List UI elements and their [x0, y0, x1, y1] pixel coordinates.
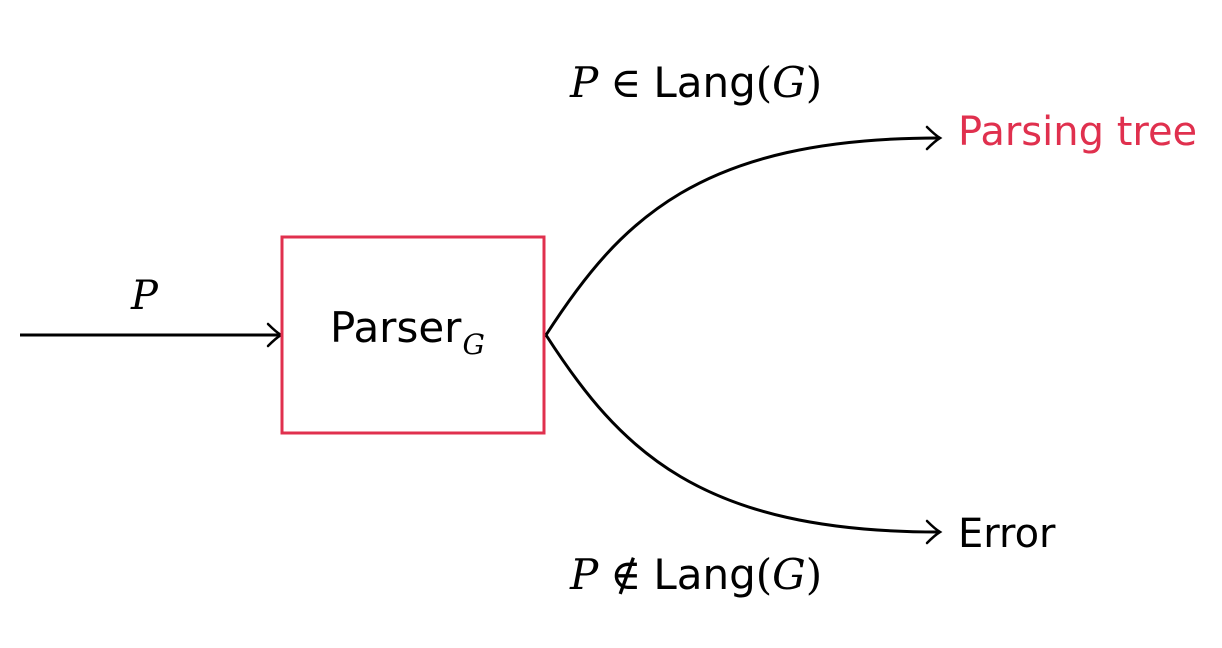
parser-name: Parser — [330, 303, 462, 352]
accept-arg: G — [772, 58, 806, 107]
accept-relation: ∈ — [610, 58, 642, 107]
output-parsing-tree: Parsing tree — [958, 109, 1198, 155]
parser-subscript: G — [462, 328, 485, 361]
reject-open: ( — [755, 550, 773, 599]
parser-box — [280, 235, 546, 435]
reject-branch-curve — [544, 334, 939, 534]
accept-func: Lang — [653, 58, 756, 107]
reject-func: Lang — [653, 550, 756, 599]
parser-label: ParserG — [330, 307, 485, 359]
reject-left: P — [570, 550, 599, 599]
accept-condition: P∈Lang(G) — [570, 62, 822, 105]
reject-close: ) — [805, 550, 823, 599]
accept-branch-curve — [544, 136, 939, 336]
accept-close: ) — [805, 58, 823, 107]
input-symbol: P — [131, 273, 158, 319]
reject-arrow-head — [925, 519, 943, 545]
accept-open: ( — [755, 58, 773, 107]
accept-left: P — [570, 58, 599, 107]
reject-arg: G — [772, 550, 806, 599]
accept-arrow-head — [925, 125, 943, 151]
reject-relation: ∉ — [610, 550, 642, 599]
output-error: Error — [958, 511, 1056, 557]
reject-condition: P∉Lang(G) — [570, 554, 822, 597]
